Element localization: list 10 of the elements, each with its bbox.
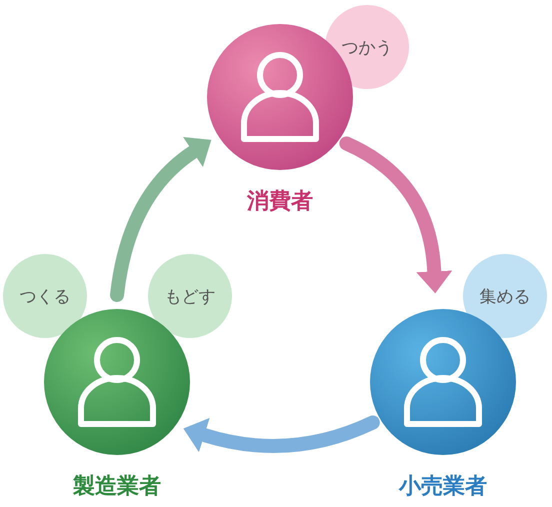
role-label: 製造業者 (73, 473, 161, 501)
curved-arrow (339, 136, 452, 294)
action-label: つかう (342, 36, 392, 58)
action-label: つくる (20, 286, 70, 308)
action-label: 集める (480, 286, 530, 308)
role-label: 消費者 (247, 188, 313, 216)
role-label: 小売業者 (399, 473, 487, 501)
action-label: もどす (164, 286, 216, 308)
curved-arrow (110, 137, 211, 302)
curved-arrow (183, 416, 380, 453)
